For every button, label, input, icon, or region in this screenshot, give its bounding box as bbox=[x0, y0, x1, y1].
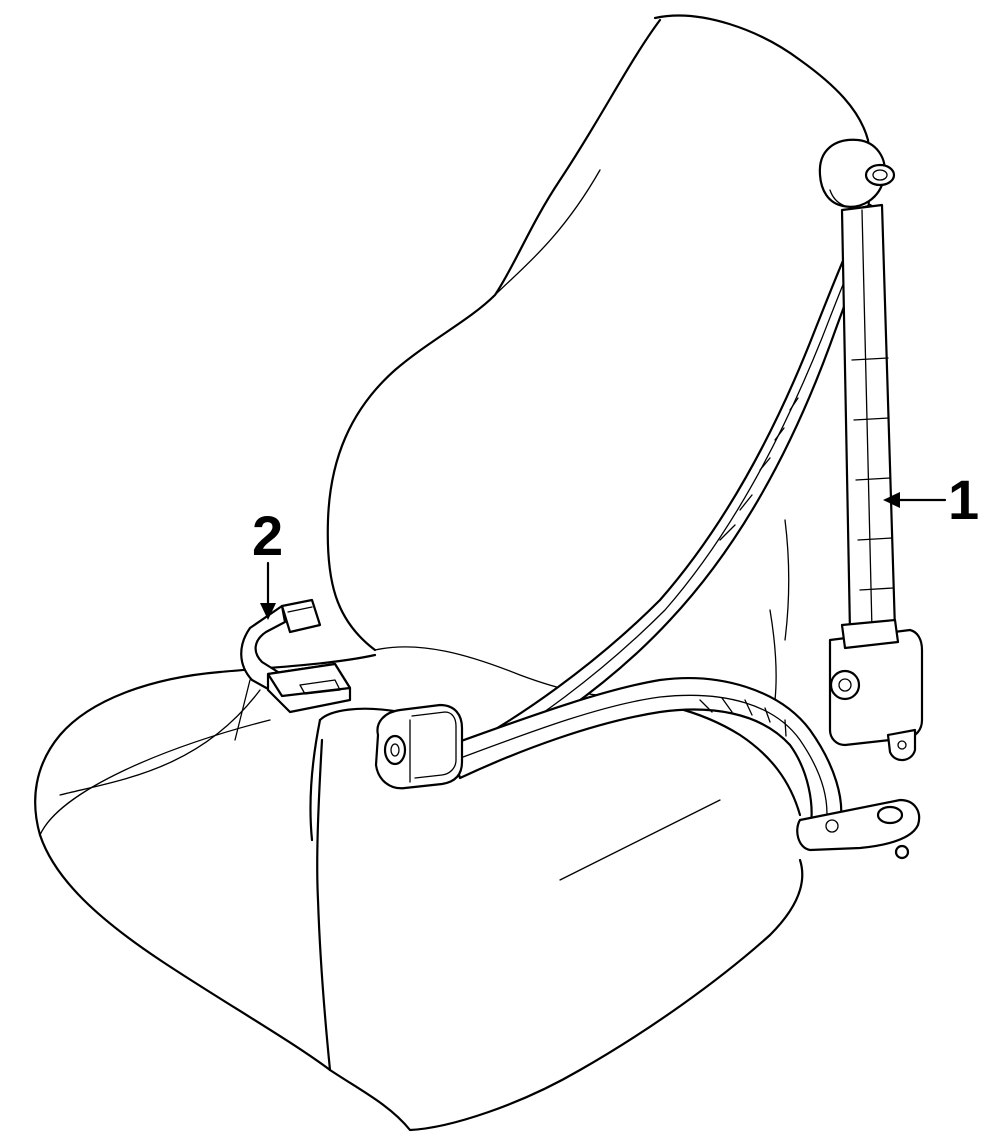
vertical-belt bbox=[840, 203, 897, 634]
retractor bbox=[828, 618, 924, 762]
lap-belt bbox=[448, 677, 843, 832]
seat-back bbox=[326, 14, 872, 652]
d-ring-anchor bbox=[818, 138, 896, 209]
callout-2-label: 2 bbox=[252, 504, 284, 567]
belt-tongue bbox=[374, 703, 464, 790]
lower-anchor bbox=[796, 798, 921, 860]
callout-1-leader bbox=[883, 492, 947, 508]
seat-cushion bbox=[34, 519, 804, 1132]
callout-1-label: 1 bbox=[948, 468, 980, 531]
callout-2-leader bbox=[260, 561, 276, 620]
seat-belt-buckle bbox=[234, 598, 352, 741]
